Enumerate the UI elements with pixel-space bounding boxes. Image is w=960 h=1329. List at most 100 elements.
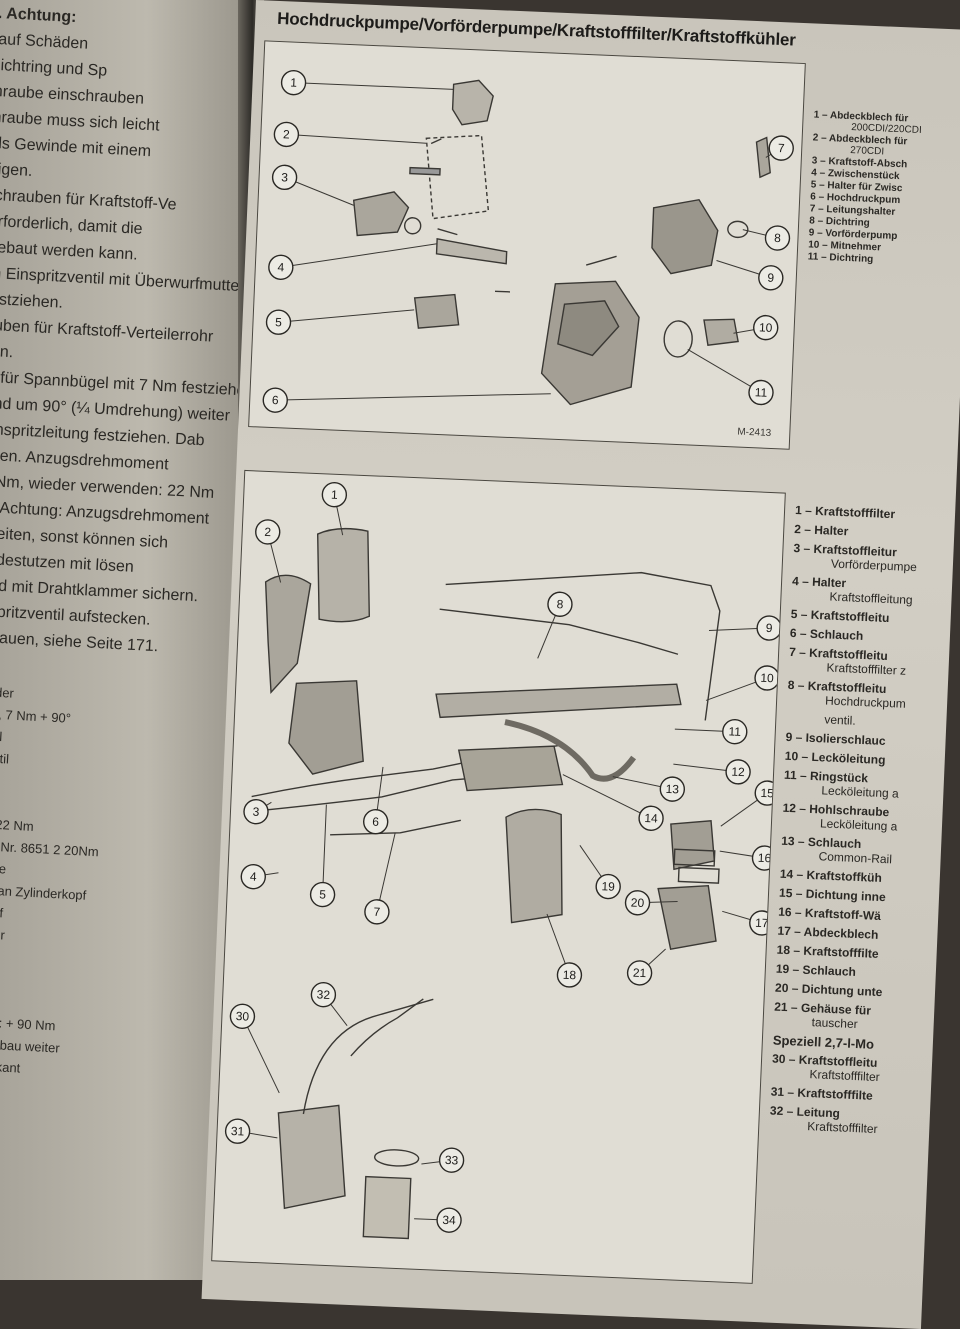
callout-label: 5 xyxy=(319,887,327,901)
callout-circle xyxy=(262,387,288,413)
legend-number: 2 – xyxy=(794,522,815,537)
legend-item: 9 – Isolierschlauc xyxy=(785,730,945,751)
legend-number: 16 – xyxy=(777,904,806,920)
callout-label: 10 xyxy=(759,320,773,335)
callout-label: 15 xyxy=(760,786,774,801)
left-page-text: en. Achtung:ist auf Schädens Dichtring u… xyxy=(0,0,245,1280)
legend-number: 11 – xyxy=(807,251,830,264)
callout-label: 10 xyxy=(760,671,774,686)
callout-label: 6 xyxy=(272,393,280,407)
callout-leader xyxy=(322,804,327,895)
legend-number: 19 – xyxy=(775,961,803,977)
callout-label: 13 xyxy=(665,782,679,797)
callout-circle xyxy=(310,981,337,1008)
callout-circle xyxy=(758,265,784,291)
callout-circle xyxy=(271,164,298,191)
callout-circle xyxy=(768,135,794,161)
callout-circle xyxy=(255,519,281,545)
legend-item: 10 – Lecköleitung xyxy=(785,749,945,770)
callout-label: 14 xyxy=(644,811,658,826)
legend-number: 11 – xyxy=(783,767,811,783)
legend-sub: Lecköleitung a xyxy=(819,816,898,834)
legend-sub: Vorförderpumpe xyxy=(830,556,918,575)
legend-name: Kraftstofffilte xyxy=(797,1085,873,1103)
callout-circle xyxy=(438,1147,465,1173)
legend-name: Lecköleitung xyxy=(811,749,886,768)
callout-circle xyxy=(753,314,779,341)
legend-name: Dichtung inne xyxy=(805,886,886,905)
legend-sub: Lecköleitung a xyxy=(821,783,900,801)
legend-item: 17 – Abdeckblech xyxy=(777,924,937,945)
legend-sub: Kraftstofffilter xyxy=(807,1119,878,1137)
callout-circle xyxy=(362,809,389,835)
callout-circle xyxy=(243,799,269,825)
legend-number: 6 – xyxy=(789,625,811,641)
legend-item: 1 – Kraftstofffilter xyxy=(795,503,955,524)
legend-number: 9 – xyxy=(785,729,806,745)
legend-name: Mitnehmer xyxy=(830,240,882,254)
legend-item: 18 – Kraftstofffilte xyxy=(776,943,936,964)
callout-leader xyxy=(275,393,551,401)
legend-number: 15 – xyxy=(778,885,807,901)
legend-item: 16 – Kraftstoff-Wä xyxy=(778,905,938,926)
legend-name: Isolierschlauc xyxy=(805,730,886,749)
legend-item: 31 – Kraftstofffilte xyxy=(770,1085,930,1106)
callout-label: 9 xyxy=(766,621,774,635)
legend-number: 30 – xyxy=(771,1051,800,1067)
legend-special-heading: Speziell 2,7-l-Mo xyxy=(772,1032,875,1052)
callout-label: 7 xyxy=(778,141,786,155)
legend-sub: ventil. xyxy=(824,712,856,728)
callout-leader xyxy=(286,133,427,144)
legend-sub: tauscher xyxy=(811,1015,858,1032)
callout-label: 6 xyxy=(372,815,380,829)
callout-circle xyxy=(764,225,791,251)
callout-label: 8 xyxy=(774,231,782,245)
legend-name: Schlauch xyxy=(802,962,857,979)
legend-number: 2 – xyxy=(812,132,830,145)
callout-label: 4 xyxy=(277,260,285,274)
legend-number: 8 – xyxy=(787,677,809,693)
callout-label: 3 xyxy=(281,170,289,184)
callout-circle xyxy=(725,759,751,785)
legend-number: 9 – xyxy=(808,227,826,240)
callout-label: 11 xyxy=(754,385,767,400)
callout-label: 11 xyxy=(728,724,741,739)
callout-circle xyxy=(624,890,651,916)
callout-circle xyxy=(224,1118,251,1144)
legend-number: 10 – xyxy=(784,748,812,764)
callout-leader xyxy=(280,243,438,268)
legend-name: Halter xyxy=(811,574,847,591)
left-page-paragraphs: en. Achtung:ist auf Schädens Dichtring u… xyxy=(0,0,245,663)
callout-circle xyxy=(626,960,653,986)
callout-label: 32 xyxy=(316,987,330,1002)
callout-label: 5 xyxy=(275,315,283,329)
legend-number: 5 – xyxy=(790,606,812,622)
callout-label: 21 xyxy=(633,966,647,981)
callout-label: 1 xyxy=(331,488,339,502)
legend-number: 3 – xyxy=(793,540,814,556)
callout-circle xyxy=(273,121,300,148)
callout-label: 17 xyxy=(755,916,769,931)
callout-circle xyxy=(659,776,686,802)
pump-parts xyxy=(352,79,771,406)
callout-label: 2 xyxy=(283,127,291,141)
left-page: en. Achtung:ist auf Schädens Dichtring u… xyxy=(0,0,245,1280)
callout-circle xyxy=(229,1003,256,1030)
legend-number: 3 – xyxy=(811,155,829,168)
legend-sub: Kraftstoffleitung xyxy=(829,589,913,608)
legend-number: 1 – xyxy=(794,503,816,518)
legend-number: 4 – xyxy=(791,573,813,589)
legend-item: 20 – Dichtung unte xyxy=(775,981,935,1002)
callout-circle xyxy=(265,309,292,335)
callout-label: 19 xyxy=(601,879,615,894)
